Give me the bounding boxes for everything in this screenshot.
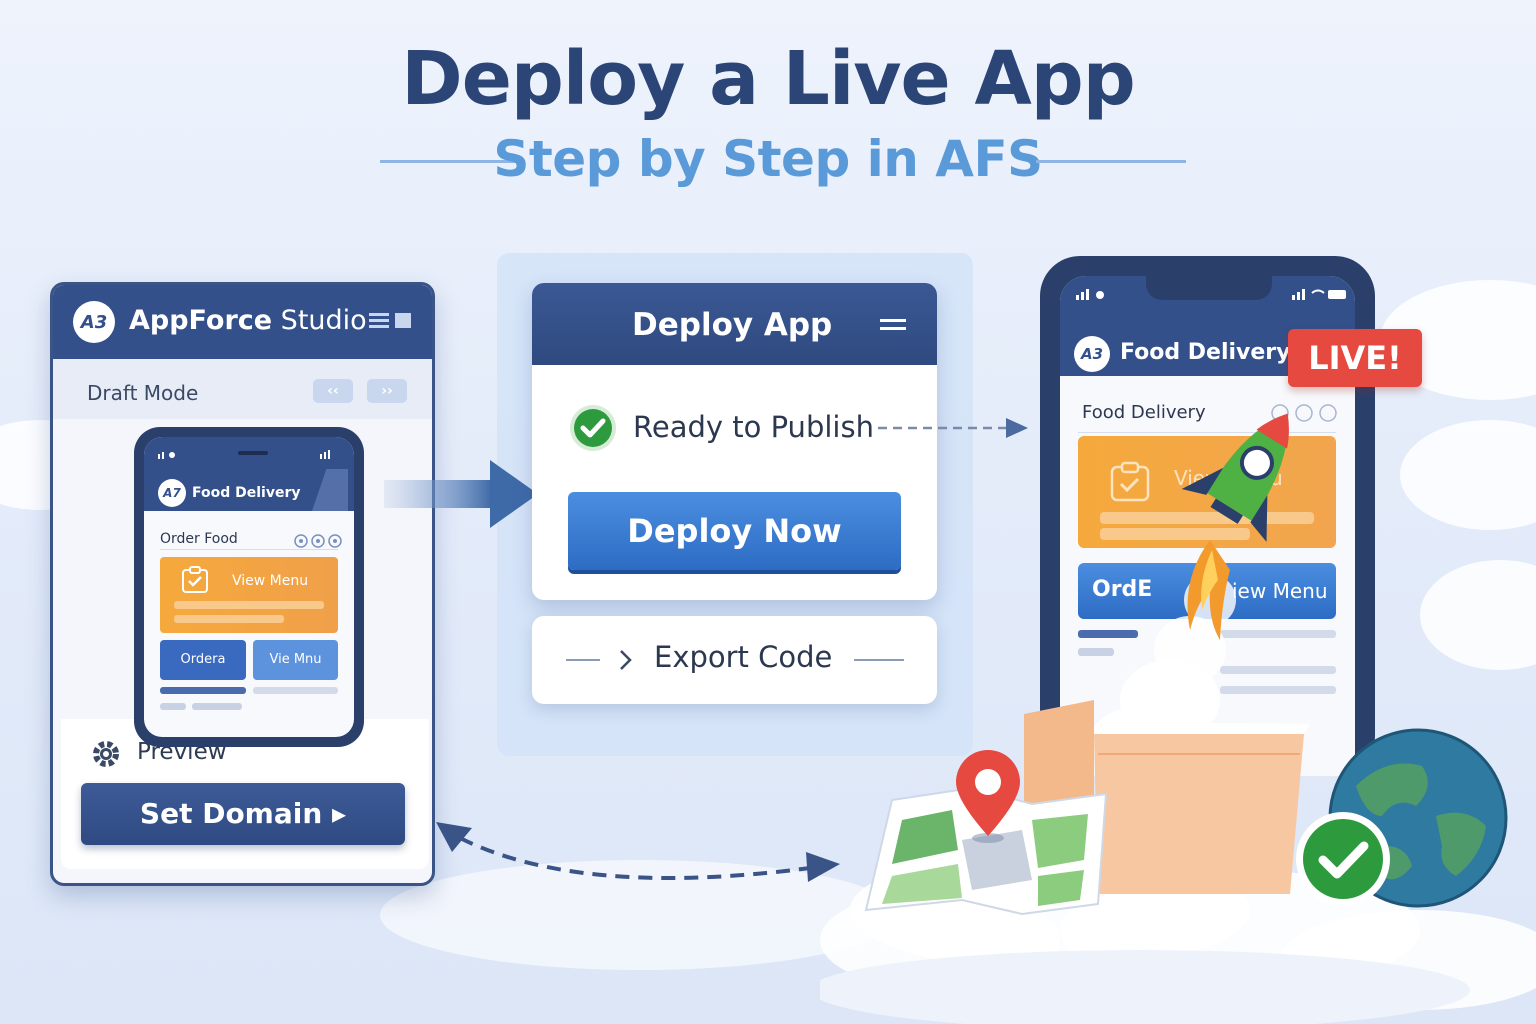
placeholder-bar — [160, 687, 246, 694]
arrow-right-icon — [384, 456, 540, 532]
dashed-arrow-icon — [878, 414, 1032, 444]
gear-icon — [89, 737, 123, 771]
view-menu-button[interactable]: Vie Mnu — [253, 640, 338, 680]
map-icon — [862, 780, 1112, 920]
order-label: OrdE — [1092, 577, 1153, 602]
rocket-icon — [1090, 400, 1310, 780]
placeholder-bar — [174, 615, 284, 623]
status-bar-icons — [1076, 286, 1355, 300]
check-circle-icon — [1294, 810, 1392, 908]
appbar-decoration — [312, 469, 348, 511]
view-menu-label: View Menu — [232, 573, 309, 589]
export-rule-left — [566, 659, 600, 661]
clipboard-check-icon — [1108, 460, 1152, 504]
ground-scene — [810, 760, 1536, 1024]
appforce-logo: A3 — [73, 301, 115, 343]
set-domain-button[interactable]: Set Domain ▸ — [81, 783, 405, 845]
placeholder-bar — [253, 687, 338, 694]
dashed-curve-arrow-icon — [430, 808, 850, 900]
placeholder-bar — [160, 703, 186, 710]
export-rule-right — [854, 659, 904, 661]
placeholder-bar — [1100, 528, 1250, 540]
dots-icon — [294, 533, 344, 548]
placeholder-bar — [1220, 630, 1336, 638]
nav-next-button[interactable]: ›› — [367, 379, 407, 403]
draft-phone-appbar: A7 Food Delivery — [144, 437, 354, 511]
phone-notch — [1146, 276, 1272, 300]
draft-phone: A7 Food Delivery Order Food View Menu — [134, 427, 364, 747]
bg-cloud — [1420, 560, 1536, 670]
draft-phone-screen: A7 Food Delivery Order Food View Menu — [144, 437, 354, 737]
placeholder-bar — [1220, 666, 1336, 674]
live-phone-subtitle: Food Delivery — [1082, 402, 1206, 423]
deploy-card: Deploy App Ready to Publish Deploy Now — [532, 283, 937, 600]
status-bar-icons — [150, 445, 330, 459]
bg-cloud — [1400, 420, 1536, 530]
ready-to-publish-label: Ready to Publish — [633, 410, 874, 444]
menu-icon[interactable] — [369, 311, 415, 331]
order-button[interactable]: Ordera — [160, 640, 246, 680]
globe-icon — [1326, 726, 1510, 910]
food-delivery-logo: A7 — [158, 479, 186, 507]
nav-prev-button[interactable]: ‹‹ — [313, 379, 353, 403]
placeholder-bar — [174, 601, 324, 609]
studio-name: AppForce Studio — [129, 305, 367, 336]
draft-mode-label: Draft Mode — [87, 381, 199, 405]
map-pin-icon — [952, 748, 1024, 844]
placeholder-bar — [1078, 630, 1138, 638]
deploy-card-header: Deploy App — [532, 283, 937, 365]
menu-icon[interactable] — [880, 317, 906, 331]
export-code-label: Export Code — [654, 640, 833, 674]
food-delivery-logo: A3 — [1074, 336, 1110, 372]
check-circle-icon — [568, 403, 618, 453]
view-menu-label: iew Menu — [1232, 579, 1328, 603]
live-badge: LIVE! — [1288, 329, 1422, 387]
deploy-now-button[interactable]: Deploy Now — [568, 492, 901, 570]
live-phone-title: Food Delivery — [1120, 340, 1291, 365]
placeholder-bar — [192, 703, 242, 710]
studio-header: A3 AppForce Studio — [53, 285, 432, 359]
divider — [1078, 432, 1336, 433]
studio-window: A3 AppForce Studio Draft Mode ‹‹ ›› Prev… — [50, 282, 435, 886]
deploy-app-title: Deploy App — [632, 307, 833, 343]
draft-phone-title: Food Delivery — [192, 485, 301, 501]
page-subtitle: Step by Step in AFS — [493, 130, 1043, 188]
subtitle-rule-right — [1036, 160, 1186, 163]
order-food-label: Order Food — [160, 531, 238, 547]
placeholder-bar — [1220, 686, 1336, 694]
view-menu-card[interactable]: View Menu — [160, 557, 338, 633]
page-title: Deploy a Live App — [401, 36, 1135, 122]
subtitle-rule-left — [380, 160, 520, 163]
clipboard-check-icon — [180, 565, 210, 595]
export-code-button[interactable]: Export Code — [532, 616, 937, 704]
divider — [160, 549, 338, 550]
chevron-right-icon — [618, 648, 634, 672]
placeholder-bar — [1078, 648, 1114, 656]
